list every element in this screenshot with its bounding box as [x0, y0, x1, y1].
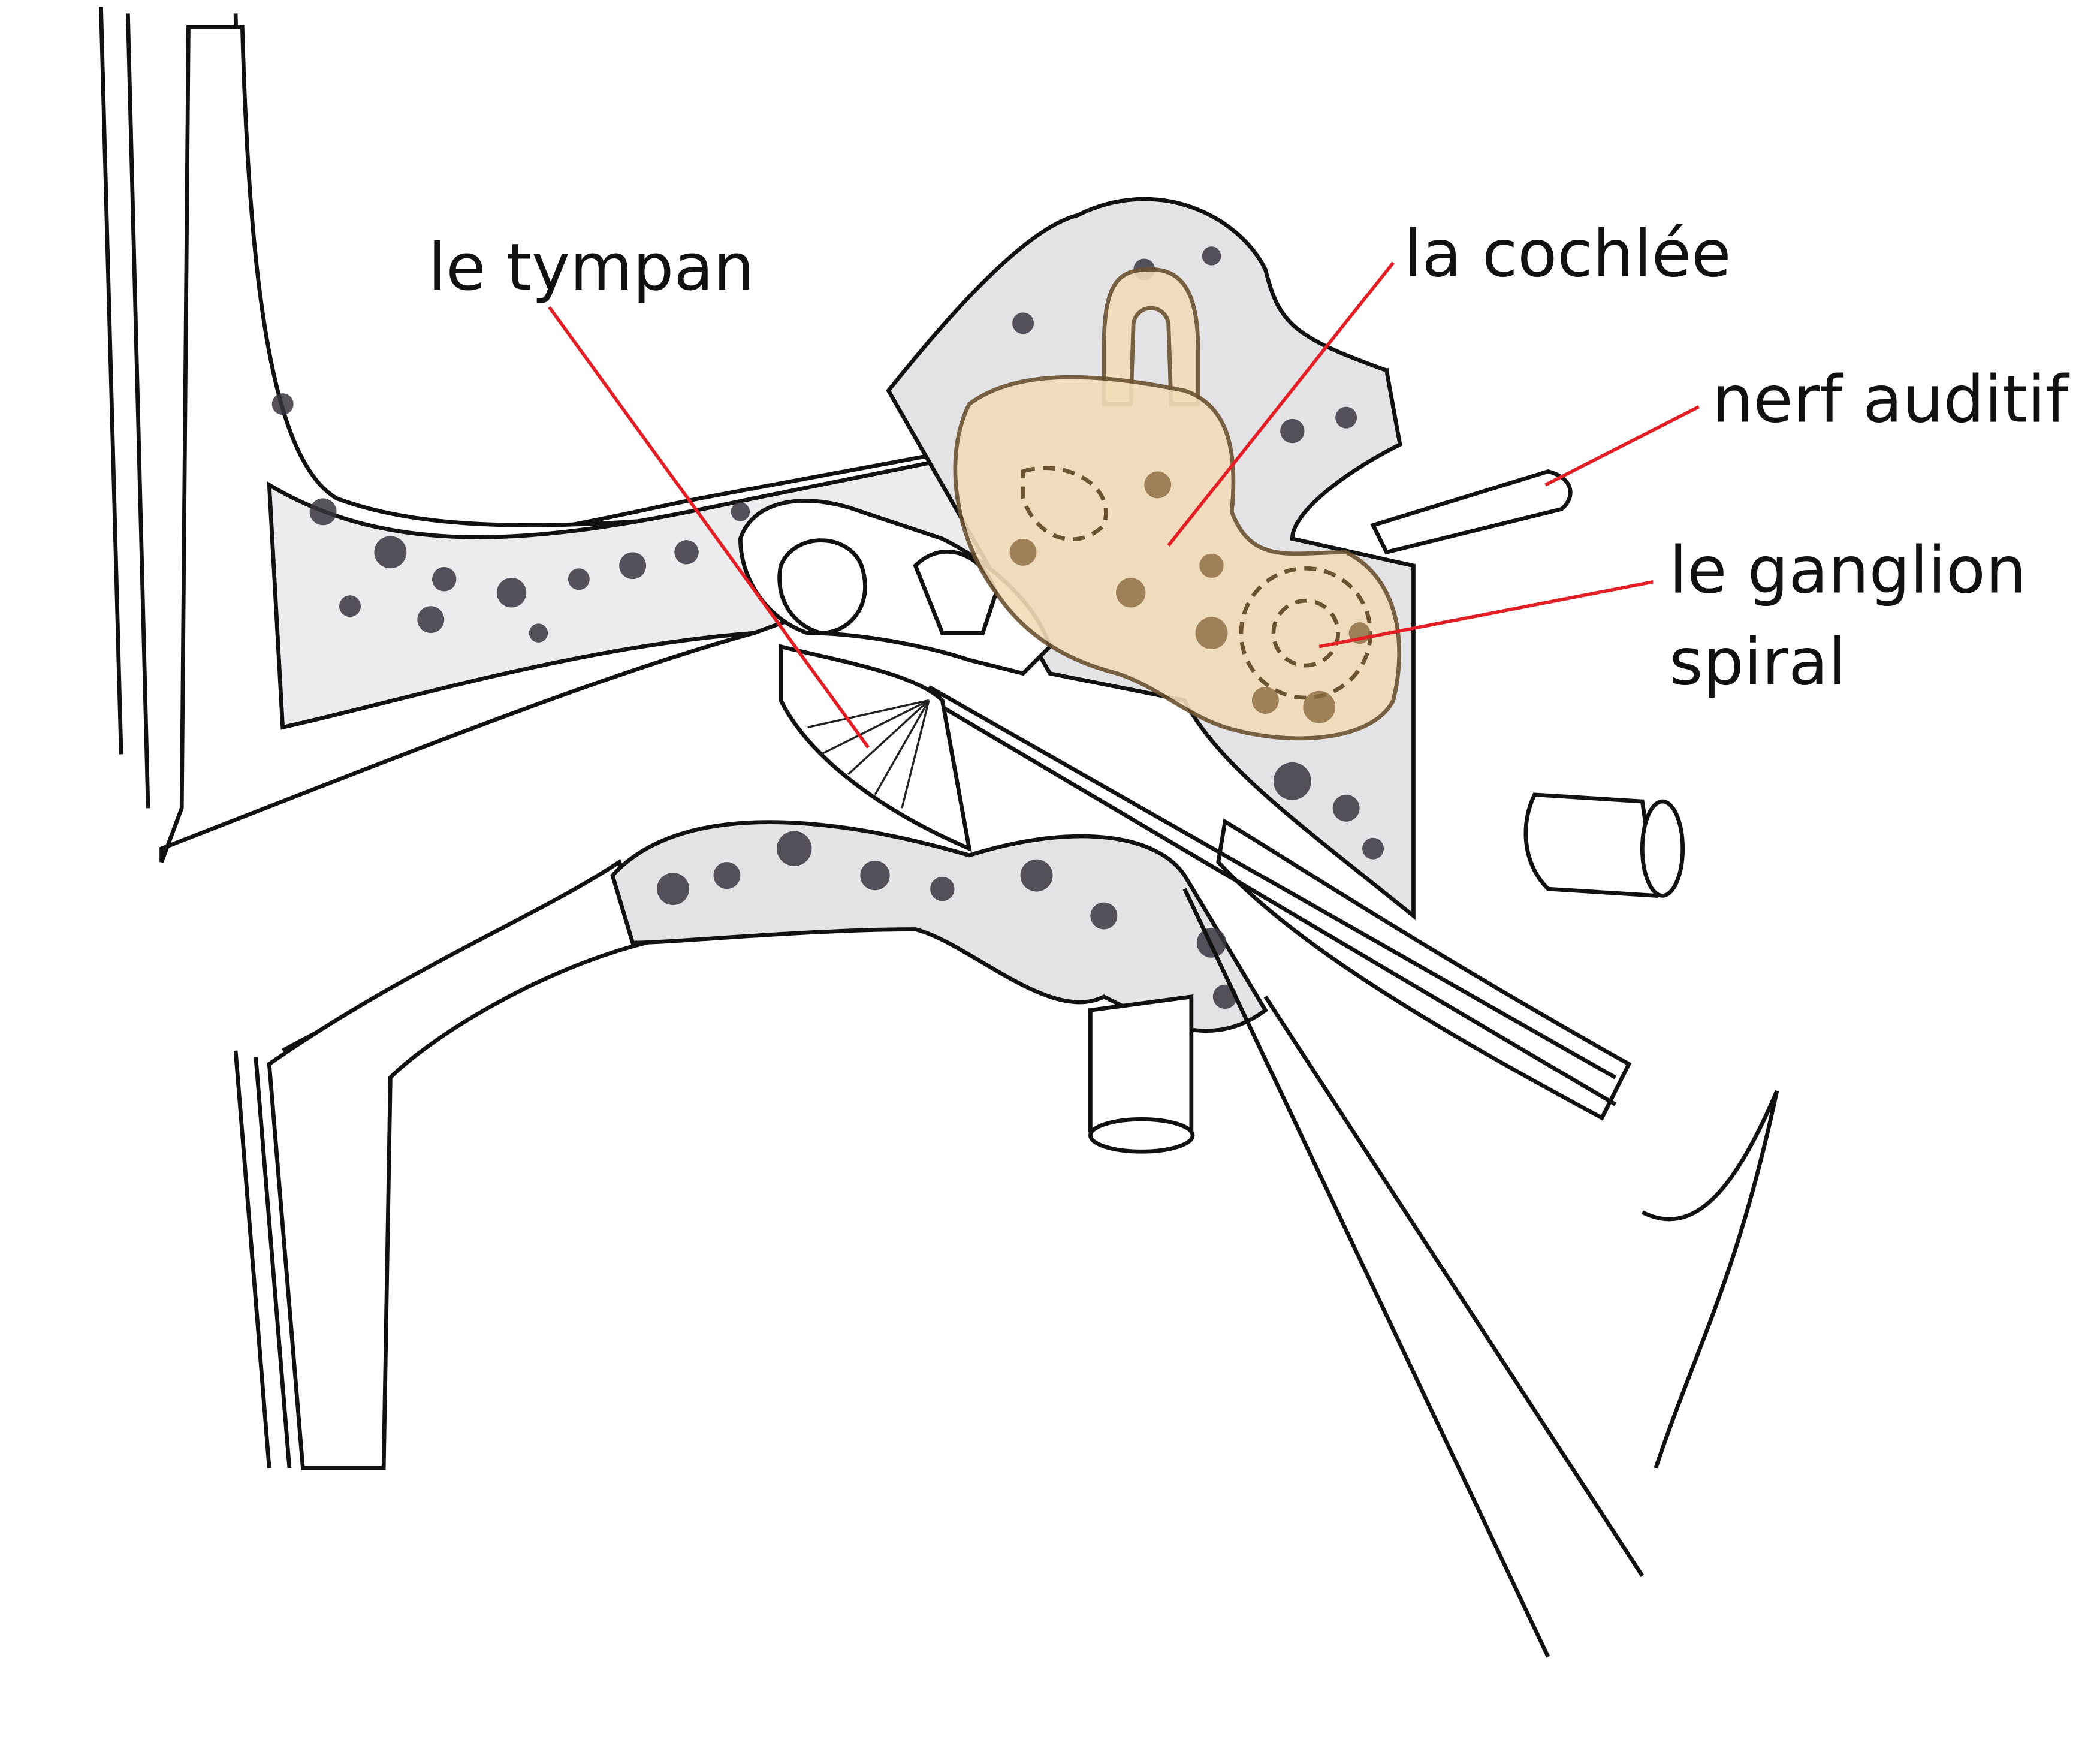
pointer-cochlee: [1167, 261, 1395, 547]
cochlea: [953, 267, 1402, 741]
middle-ear: [738, 469, 1779, 1658]
tympanic-membrane: [779, 644, 972, 852]
label-cochlee: la cochlée: [1404, 217, 1731, 292]
pointer-lines: [548, 261, 1700, 749]
ear-canal-wall-lower: [233, 820, 1268, 1470]
pointer-nerf: [1544, 405, 1700, 487]
label-nerf-auditif: nerf auditif: [1712, 362, 2070, 437]
bone-marrow-dots: [271, 246, 1384, 1009]
pointer-ganglion: [1318, 580, 1654, 649]
label-tympan: le tympan: [428, 230, 754, 305]
label-spiral: spiral: [1669, 625, 1846, 700]
pointer-tympan: [548, 306, 870, 749]
label-ganglion: le ganglion: [1669, 533, 2026, 608]
